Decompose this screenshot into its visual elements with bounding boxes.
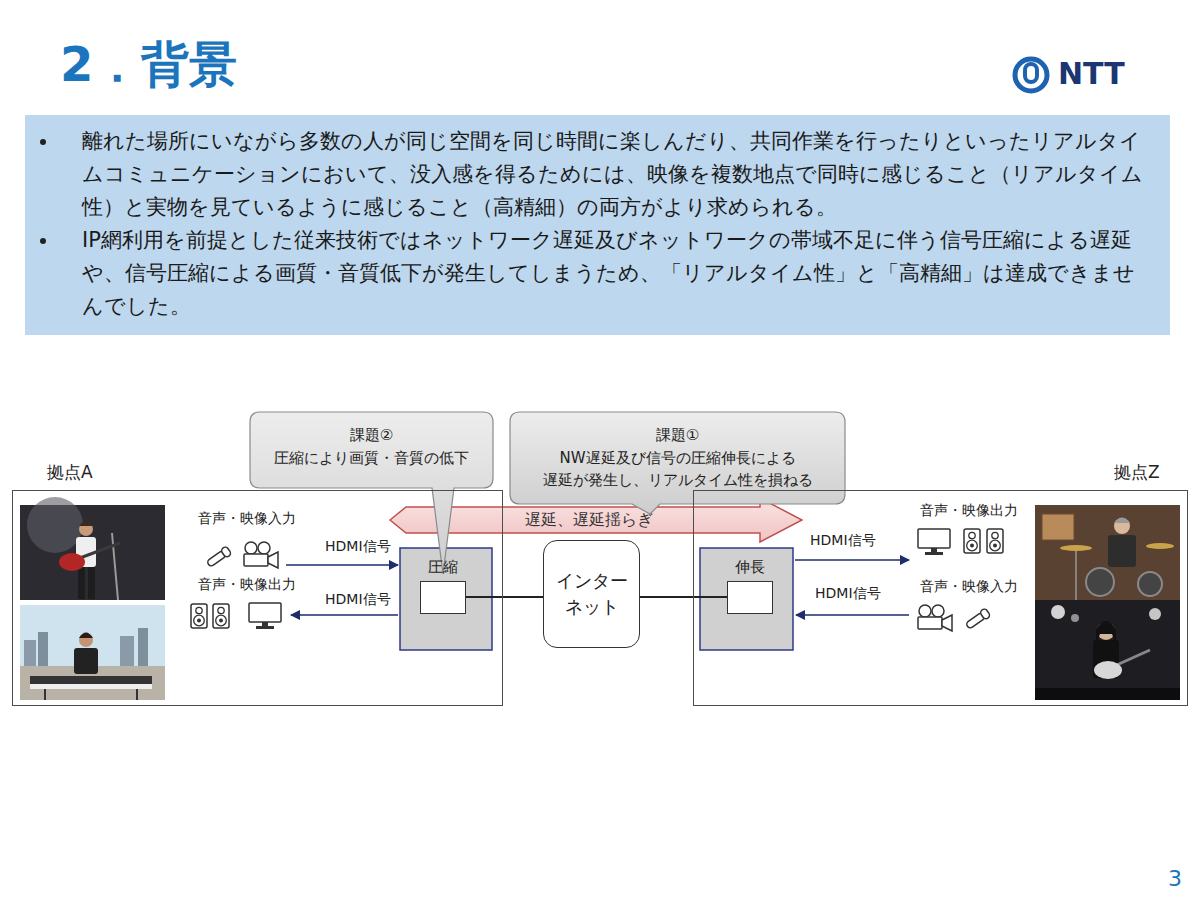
guitar-body	[1094, 661, 1122, 679]
speaker-icon	[987, 529, 1003, 553]
hdmi-arrow	[291, 614, 398, 616]
camera-icon	[918, 605, 952, 631]
speaker-icon	[213, 604, 229, 628]
building	[24, 640, 36, 666]
person-head	[1114, 518, 1130, 534]
monitor-icon	[918, 529, 950, 555]
photo-ground	[1035, 505, 1180, 600]
keyboard-stand	[44, 689, 46, 700]
logo-mark-inner	[1025, 64, 1037, 82]
person-hair	[79, 633, 93, 639]
person-head	[79, 633, 93, 647]
signal-label: HDMI信号	[325, 591, 391, 608]
building	[138, 628, 148, 666]
process-box: 伸長	[727, 581, 773, 614]
bullet-dot	[40, 238, 46, 244]
codec-unit	[700, 548, 793, 650]
io-label: 音声・映像出力	[920, 502, 1018, 519]
person-leg	[88, 567, 95, 599]
stage-light	[27, 497, 83, 553]
process-label: 伸長	[735, 557, 765, 578]
hdmi-arrow	[286, 564, 398, 566]
photo-ground	[20, 605, 165, 700]
mic-icon	[965, 608, 991, 631]
drum	[1138, 572, 1162, 596]
photo-rock-guitarist	[1035, 600, 1180, 700]
network-cloud: インター ネット	[543, 540, 640, 648]
photo-drummer	[1035, 505, 1180, 600]
io-label: 音声・映像入力	[198, 510, 296, 527]
person-hair	[1114, 518, 1130, 524]
photo-guitarist	[20, 497, 165, 600]
slide-title: 2．背景	[60, 36, 237, 94]
callout-heading: 課題②	[260, 424, 483, 447]
bullet-item: 離れた場所にいながら多数の人が同じ空間を同じ時間に楽しんだり、共同作業を行ったり…	[82, 125, 1152, 224]
bullet-text: IP網利用を前提とした従来技術ではネットワーク遅延及びネットワークの帯域不足に伴…	[82, 224, 1152, 323]
hdmi-arrow	[796, 614, 909, 616]
callout-outline	[250, 412, 493, 574]
bullet-text: 離れた場所にいながら多数の人が同じ空間を同じ時間に楽しんだり、共同作業を行ったり…	[82, 125, 1152, 224]
keyboard-keys	[30, 684, 152, 689]
io-label: 音声・映像出力	[198, 576, 296, 593]
hdmi-arrow	[795, 559, 909, 561]
bullet-item: IP網利用を前提とした従来技術ではネットワーク遅延及びネットワークの帯域不足に伴…	[82, 224, 1152, 323]
building	[120, 636, 134, 666]
camera-icon	[244, 542, 278, 568]
speaker-icon	[964, 529, 980, 553]
site-label: 拠点A	[47, 461, 93, 484]
person-head	[79, 522, 93, 536]
crowd	[1035, 688, 1180, 700]
callout-text: 圧縮により画質・音質の低下	[260, 447, 483, 470]
person-body	[74, 648, 98, 674]
connector-line	[466, 596, 543, 598]
person-hair	[79, 521, 93, 526]
process-label: 圧縮	[428, 557, 458, 578]
stage-light	[1149, 608, 1161, 620]
stage-light	[1051, 605, 1065, 619]
cymbal-stand	[1075, 551, 1077, 600]
person-leg	[78, 567, 85, 599]
mic-icon	[206, 546, 232, 569]
site-label: 拠点Z	[1114, 461, 1160, 484]
io-label: 音声・映像入力	[920, 578, 1018, 595]
logo-mark	[1015, 59, 1047, 91]
callout-heading: 課題①	[520, 424, 835, 447]
callout-outline	[510, 412, 845, 514]
page-number: 3	[1168, 866, 1182, 892]
cymbal	[1146, 543, 1174, 549]
codec-unit	[400, 548, 492, 650]
photo-ground	[1035, 600, 1180, 700]
callout-bubble: 課題②圧縮により画質・音質の低下	[250, 412, 493, 488]
signal-label: HDMI信号	[810, 532, 876, 549]
person-hair	[1096, 621, 1116, 645]
logo-text: NTT	[1058, 56, 1125, 92]
keyboard	[30, 676, 152, 684]
site-frame: 拠点Z伸長	[693, 490, 1188, 706]
photo-keyboardist	[20, 605, 165, 700]
building	[38, 632, 48, 666]
summary-band: 離れた場所にいながら多数の人が同じ空間を同じ時間に楽しんだり、共同作業を行ったり…	[25, 115, 1170, 335]
callout-text: NW遅延及び信号の圧縮伸長による 遅延が発生し、リアルタイム性を損ねる	[520, 447, 835, 492]
monitor-icon	[249, 603, 281, 629]
guitar-body	[59, 553, 85, 571]
keyboard-stand	[136, 689, 138, 700]
amplifier	[1042, 514, 1074, 540]
signal-label: HDMI信号	[815, 585, 881, 602]
process-box: 圧縮	[420, 581, 466, 614]
cymbal	[1060, 545, 1092, 551]
network-label: インター ネット	[550, 568, 633, 620]
bullet-dot	[40, 139, 46, 145]
person-body	[1108, 535, 1136, 567]
drum	[1086, 568, 1114, 596]
connector-line	[640, 596, 727, 598]
speaker-icon	[191, 604, 207, 628]
stage-light	[1071, 614, 1079, 622]
signal-label: HDMI信号	[325, 538, 391, 555]
